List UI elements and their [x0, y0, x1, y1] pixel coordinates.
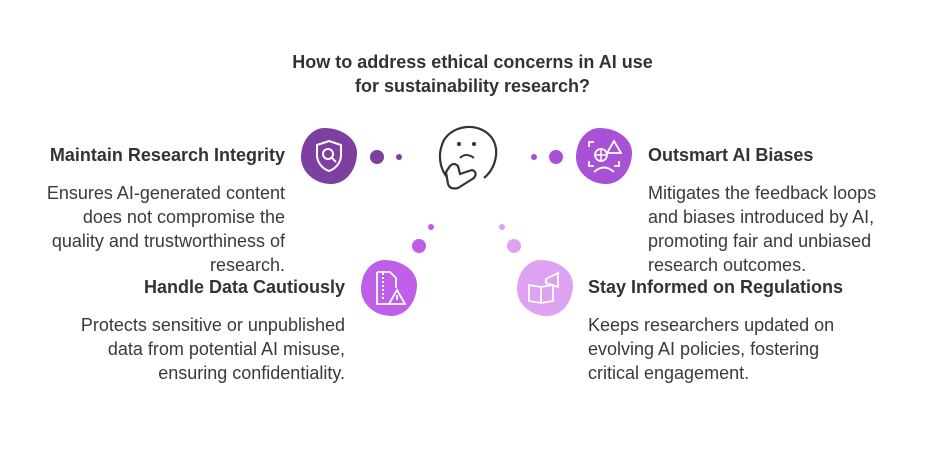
- connector-dot: [396, 154, 402, 160]
- bias-warning-icon: [576, 128, 632, 184]
- connector-dot: [412, 239, 426, 253]
- zip-file-warning-icon: [361, 260, 417, 316]
- item-description: Keeps researchers updated on evolving AI…: [588, 315, 835, 383]
- connector-dot: [499, 224, 505, 230]
- connector-dot: [370, 150, 384, 164]
- connector-dot: [428, 224, 434, 230]
- item-heading: Maintain Research Integrity: [49, 145, 285, 165]
- item-description: Ensures AI-generated content does not co…: [46, 183, 285, 275]
- item-heading: Stay Informed on Regulations: [588, 277, 844, 297]
- book-megaphone-icon: [517, 260, 573, 316]
- item-heading: Outsmart AI Biases: [648, 145, 814, 165]
- item-heading: Handle Data Cautiously: [143, 277, 345, 297]
- shield-search-icon: [301, 128, 357, 184]
- thinking-face-icon: [438, 125, 498, 190]
- connector-dot: [507, 239, 521, 253]
- connector-dot: [549, 150, 563, 164]
- diagram-title: How to address ethical concerns in AI us…: [292, 52, 653, 96]
- item-description: Mitigates the feedback loops and biases …: [648, 183, 877, 275]
- connector-dot: [531, 154, 537, 160]
- item-description: Protects sensitive or unpublished data f…: [80, 315, 345, 383]
